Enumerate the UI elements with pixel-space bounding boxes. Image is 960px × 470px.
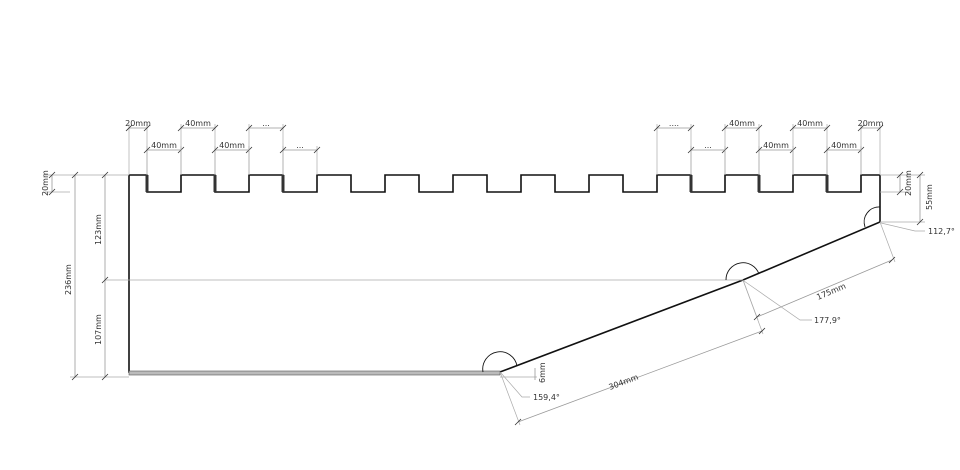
tooth-wall xyxy=(281,175,285,192)
tooth-wall xyxy=(145,175,149,192)
angle-top-label: 112,7° xyxy=(928,227,955,236)
top-dimension-label: 40mm xyxy=(729,119,755,128)
right-dimensions: 20mm 55mm xyxy=(880,170,934,226)
left-tooth-height-label: 20mm xyxy=(41,170,50,196)
top-dimensions: 20mm 40mm 40mm 40mm............. 40mm 40mm 40m… xyxy=(125,119,884,175)
lower-height-label: 107mm xyxy=(94,314,103,345)
angle-middle-label: 177,9° xyxy=(814,316,841,325)
toothed-top-edge xyxy=(129,174,880,193)
top-dimension-label: 20mm xyxy=(125,119,151,128)
tooth-wall xyxy=(213,175,217,192)
tooth-wall xyxy=(757,175,761,192)
total-height-label: 236mm xyxy=(64,264,73,295)
right-tooth-height-label: 20mm xyxy=(904,170,913,196)
segment-short-label: 175mm xyxy=(815,281,847,301)
tooth-wall xyxy=(689,175,693,192)
top-dimension-label: ... xyxy=(262,119,270,128)
top-dimension-label: 40mm xyxy=(151,141,177,150)
angle-arc-top xyxy=(863,206,881,228)
sheet-profile xyxy=(128,175,881,373)
edge-height-label: 55mm xyxy=(925,184,934,210)
top-dimension-label: 20mm xyxy=(858,119,884,128)
segment-long-label: 304mm xyxy=(608,373,640,392)
bottom-thickness-band xyxy=(128,370,501,376)
upper-height-label: 123mm xyxy=(94,214,103,245)
top-dimension-label: 40mm xyxy=(219,141,245,150)
thickness-label: 6mm xyxy=(538,362,547,383)
angle-arc-middle xyxy=(725,262,760,281)
tooth-marks xyxy=(145,175,829,192)
top-dimension-label: .... xyxy=(669,119,679,128)
top-dimension-label: ... xyxy=(296,141,304,150)
angle-arc-bottom xyxy=(482,351,518,373)
top-dimension-label: 40mm xyxy=(797,119,823,128)
top-dimension-label: 40mm xyxy=(763,141,789,150)
top-dimension-label: 40mm xyxy=(185,119,211,128)
angle-bottom-label: 159,4° xyxy=(533,393,560,402)
tooth-wall xyxy=(825,175,829,192)
top-dimension-label: ... xyxy=(704,141,712,150)
angle-labels: 159,4° 177,9° 112,7° xyxy=(500,222,955,402)
top-dimension-label: 40mm xyxy=(831,141,857,150)
left-dimensions: 20mm 236mm 123mm 107mm xyxy=(41,170,129,381)
